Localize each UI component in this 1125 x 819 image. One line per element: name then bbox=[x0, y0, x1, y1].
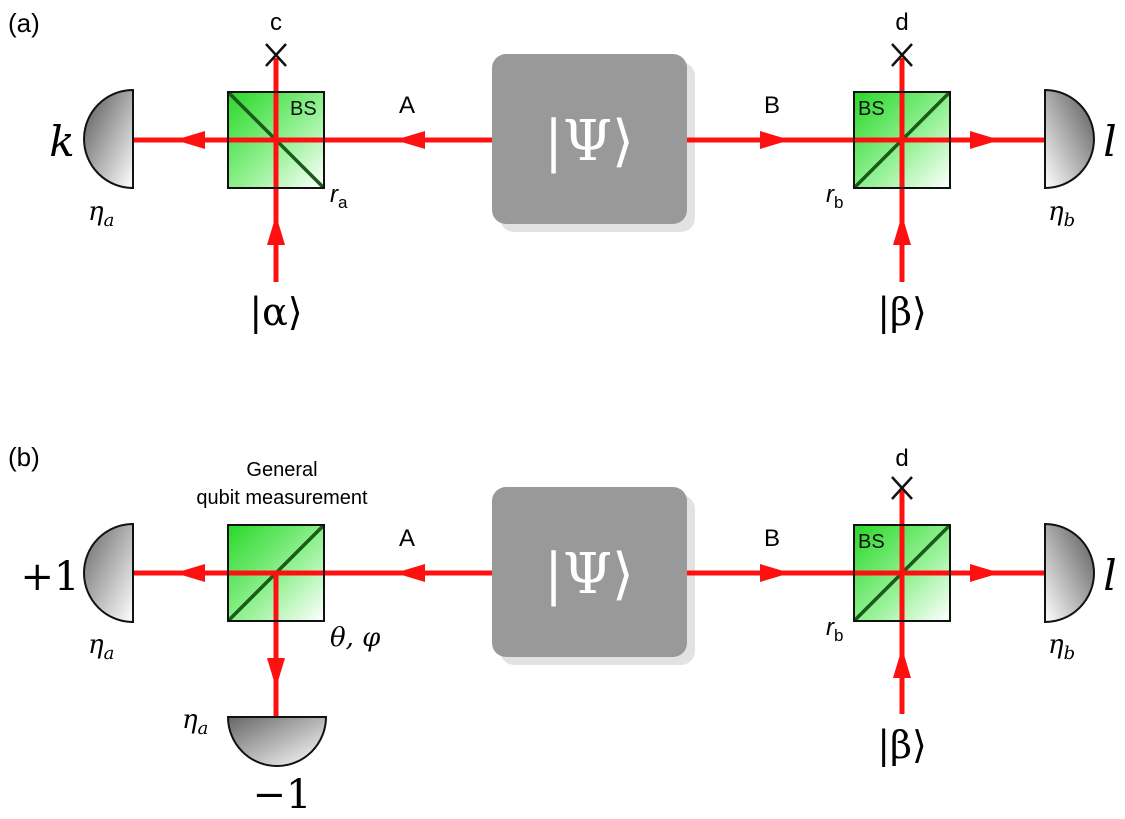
reflectivity-rb: rb bbox=[826, 181, 843, 212]
mode-B-label: B bbox=[764, 92, 780, 119]
input-beta-label: |β⟩ bbox=[877, 290, 927, 334]
arrow-b-to-detector-l bbox=[970, 564, 1000, 582]
port-d-label-b: d bbox=[895, 445, 908, 472]
source-state-label-b: |Ψ⟩ bbox=[544, 542, 634, 607]
mode-A-label-b: A bbox=[399, 525, 415, 552]
detector-k bbox=[83, 88, 134, 190]
port-d-label: d bbox=[895, 9, 908, 36]
arrow-a-to-detector-l bbox=[970, 131, 1000, 149]
efficiency-eta-a-bottom: ηa bbox=[182, 705, 208, 739]
port-c-label: c bbox=[270, 9, 282, 36]
arrow-b-mode-A bbox=[395, 564, 425, 582]
arrow-b-mode-B bbox=[760, 564, 790, 582]
measurement-label-line1: General bbox=[246, 459, 317, 481]
measurement-params: θ, φ bbox=[330, 623, 381, 653]
efficiency-eta-a-b: ηa bbox=[88, 630, 114, 664]
detector-l-b bbox=[1044, 522, 1095, 624]
source-state-label: |Ψ⟩ bbox=[544, 109, 634, 174]
input-alpha-label: |α⟩ bbox=[249, 290, 302, 334]
arrow-b-beta-input bbox=[893, 648, 911, 678]
arrow-a-mode-B bbox=[760, 131, 790, 149]
port-d-cross-b bbox=[891, 476, 913, 500]
qubit-measurement-splitter bbox=[226, 523, 326, 623]
arrow-a-beta-input bbox=[893, 215, 911, 245]
panel-b-tag: (b) bbox=[8, 442, 40, 472]
bs-label-right-b: BS bbox=[858, 531, 885, 553]
beam-splitter-left-a: BS bbox=[226, 90, 326, 190]
arrow-b-to-detector-minus bbox=[267, 658, 285, 688]
panel-a-tag: (a) bbox=[8, 8, 40, 38]
bs-label-left-a: BS bbox=[290, 98, 317, 120]
detector-k-label: k bbox=[49, 117, 74, 166]
arrow-a-alpha-input bbox=[267, 215, 285, 245]
detector-l-label-b: l bbox=[1103, 551, 1116, 600]
efficiency-eta-b-b: ηb bbox=[1048, 630, 1075, 664]
mode-A-label: A bbox=[399, 92, 415, 119]
efficiency-eta-b: ηb bbox=[1048, 197, 1075, 231]
reflectivity-rb-b: rb bbox=[826, 614, 843, 645]
arrow-b-to-detector-plus bbox=[175, 564, 205, 582]
panel-a: (a) |Ψ⟩ BS bbox=[8, 8, 1117, 334]
bs-label-right-a: BS bbox=[858, 98, 885, 120]
beam-splitter-right-b: BS bbox=[852, 523, 952, 623]
port-d-cross bbox=[891, 43, 913, 67]
source-box-b bbox=[492, 487, 687, 657]
port-c-cross bbox=[265, 43, 287, 67]
measurement-label-line2: qubit measurement bbox=[196, 487, 368, 509]
source-box bbox=[492, 54, 687, 224]
detector-plus-one-label: +1 bbox=[21, 554, 80, 600]
input-beta-label-b: |β⟩ bbox=[877, 723, 927, 767]
arrow-a-mode-A bbox=[395, 131, 425, 149]
detector-minus-one-label: −1 bbox=[253, 772, 312, 818]
detector-minus-one bbox=[226, 716, 328, 767]
detector-l bbox=[1044, 88, 1095, 190]
efficiency-eta-a: ηa bbox=[88, 197, 114, 231]
arrow-a-to-detector-k bbox=[175, 131, 205, 149]
mode-B-label-b: B bbox=[764, 525, 780, 552]
detector-l-label: l bbox=[1103, 117, 1116, 166]
detector-plus-one bbox=[83, 522, 134, 624]
panel-b: (b) |Ψ⟩ General qubit measurement θ, φ bbox=[8, 442, 1117, 818]
reflectivity-ra: ra bbox=[330, 181, 348, 212]
beam-splitter-right-a: BS bbox=[852, 90, 952, 190]
